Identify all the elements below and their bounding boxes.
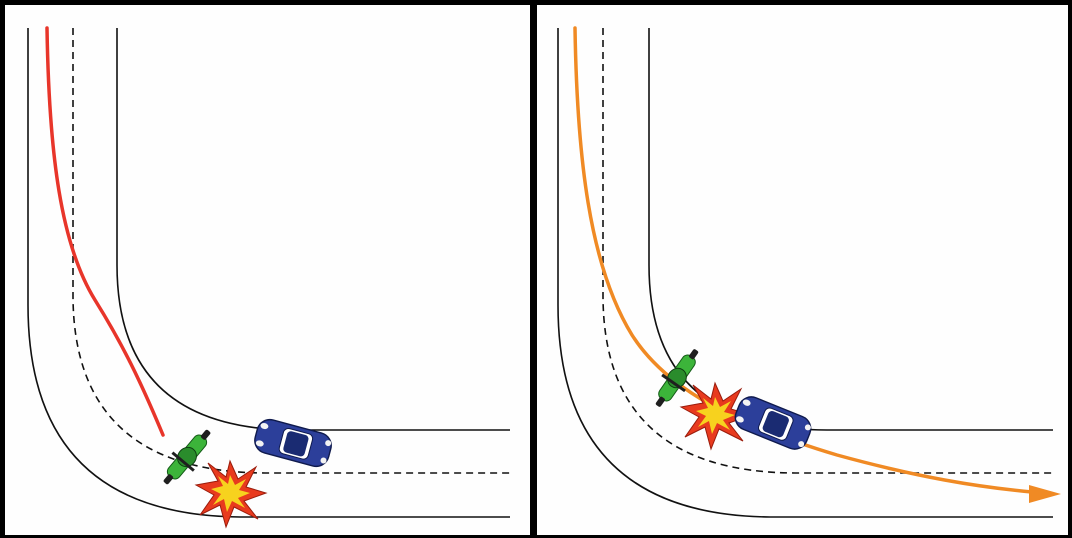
motorcycle-icon <box>646 342 708 414</box>
road-center-dashed-line <box>603 28 1053 473</box>
motorcycle-icon <box>154 422 219 492</box>
road-inner-edge <box>117 28 510 430</box>
car-icon <box>252 417 334 470</box>
motorcycle-path-line <box>47 28 163 435</box>
panel-right-svg <box>537 5 1068 535</box>
panel-left-svg <box>5 5 530 535</box>
panel-right <box>537 5 1068 535</box>
car-icon <box>731 393 814 453</box>
arrow-head-icon <box>1029 485 1061 503</box>
panel-left <box>5 5 530 535</box>
road-center-dashed-line <box>73 28 510 473</box>
road-inner-edge <box>649 28 1053 430</box>
